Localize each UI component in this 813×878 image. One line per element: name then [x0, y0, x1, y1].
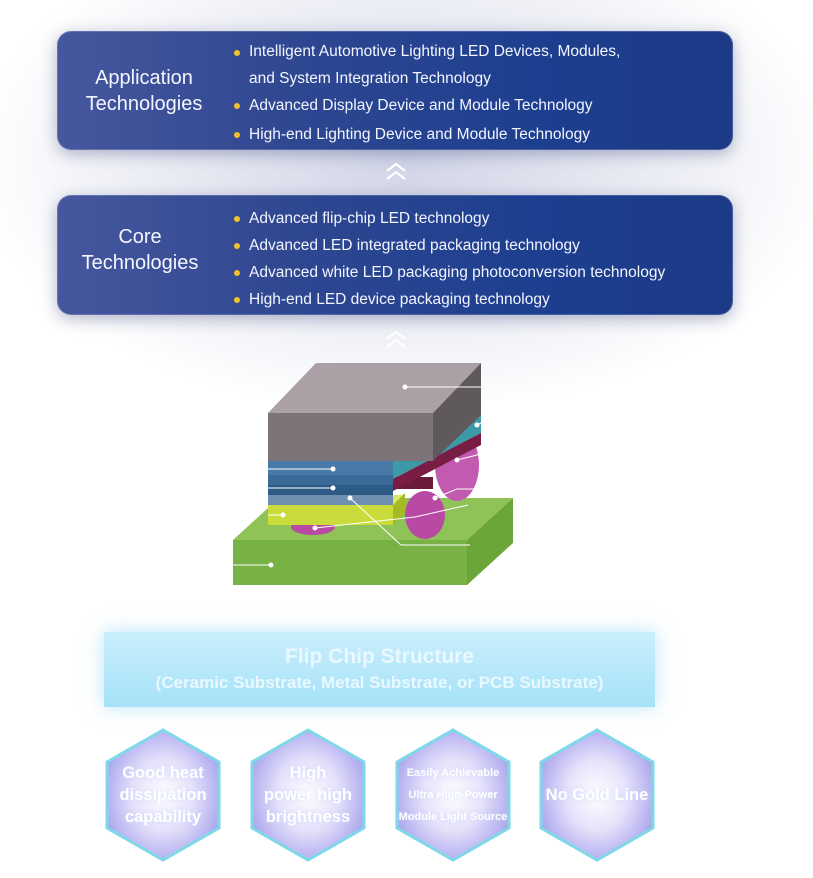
banner-subtitle: (Ceramic Substrate, Metal Substrate, or …	[155, 673, 604, 692]
application-title-line2: Technologies	[85, 93, 203, 115]
bullet-icon	[234, 297, 240, 303]
bullet-icon	[234, 243, 240, 249]
bullet-icon	[234, 132, 240, 138]
core-technologies-list: Advanced flip-chip LED technology Advanc…	[233, 205, 665, 313]
hex-label-line: capability	[124, 808, 202, 826]
list-item: Advanced flip-chip LED technology	[233, 205, 665, 232]
double-chevron-up-icon	[386, 330, 406, 348]
feature-hexagon-no-gold-line: No Gold Line	[538, 728, 656, 862]
feature-hexagon-heat-dissipation: Good heat dissipation capability	[104, 728, 222, 862]
core-technologies-panel: Core Technologies Advanced flip-chip LED…	[57, 195, 733, 315]
list-item: High-end LED device packaging technology	[233, 286, 665, 313]
list-item-continuation: and System Integration Technology	[233, 65, 620, 92]
bullet-icon	[234, 216, 240, 222]
list-item-text: Advanced flip-chip LED technology	[249, 210, 490, 227]
flip-chip-structure-banner: Flip Chip Structure (Ceramic Substrate, …	[104, 632, 655, 707]
list-item: High-end Lighting Device and Module Tech…	[233, 121, 620, 148]
list-item-text: Advanced LED integrated packaging techno…	[249, 237, 580, 254]
core-title-line1: Core	[118, 226, 162, 248]
hexagon-shape	[539, 728, 655, 862]
hex-label-line: High	[289, 764, 327, 782]
hex-label: No Gold Line	[542, 728, 652, 862]
bullet-icon	[234, 103, 240, 109]
list-item: Advanced Display Device and Module Techn…	[233, 92, 620, 119]
list-item-text: and System Integration Technology	[249, 70, 491, 87]
bullet-icon	[234, 270, 240, 276]
list-item-text: Intelligent Automotive Lighting LED Devi…	[249, 43, 621, 60]
chip-layers	[268, 363, 481, 525]
list-item-text: Advanced white LED packaging photoconver…	[249, 264, 666, 281]
feature-hexagon-high-power: High power high brightness	[249, 728, 367, 862]
hex-label-line: power high	[264, 786, 352, 804]
flip-chip-structure-diagram	[233, 363, 513, 585]
list-item-text: Advanced Display Device and Module Techn…	[249, 97, 593, 114]
hex-label: Good heat dissipation capability	[108, 728, 218, 862]
hex-label-line: dissipation	[119, 786, 207, 804]
application-title-line1: Application	[95, 67, 193, 89]
core-technologies-title: Core Technologies	[55, 224, 225, 276]
hex-label-line: Easily Achievable	[406, 767, 500, 779]
hex-label-line: No Gold Line	[545, 786, 649, 804]
leader-dots	[268, 384, 480, 568]
double-chevron-up-icon	[386, 162, 406, 180]
application-technologies-panel: Application Technologies Intelligent Aut…	[57, 31, 733, 150]
hex-label-line: brightness	[265, 808, 351, 826]
hexagon-shape	[250, 728, 366, 862]
list-item: Advanced LED integrated packaging techno…	[233, 232, 665, 259]
bullet-icon	[234, 50, 240, 56]
list-item: Advanced white LED packaging photoconver…	[233, 259, 665, 286]
hexagon-shape	[395, 728, 511, 862]
core-title-line2: Technologies	[81, 252, 199, 274]
list-item: Intelligent Automotive Lighting LED Devi…	[233, 39, 620, 65]
hex-label-line: Good heat	[122, 764, 204, 782]
banner-title: Flip Chip Structure	[285, 645, 474, 668]
list-item-text: High-end LED device packaging technology	[249, 291, 550, 308]
hex-label-line: Ultra High-Power	[408, 789, 498, 801]
application-technologies-title: Application Technologies	[59, 65, 229, 117]
hex-label: High power high brightness	[253, 728, 363, 862]
hex-label-line: Module Light Source	[398, 811, 508, 823]
hexagon-shape	[105, 728, 221, 862]
application-technologies-list: Intelligent Automotive Lighting LED Devi…	[233, 39, 620, 148]
list-item-text: High-end Lighting Device and Module Tech…	[249, 126, 590, 143]
